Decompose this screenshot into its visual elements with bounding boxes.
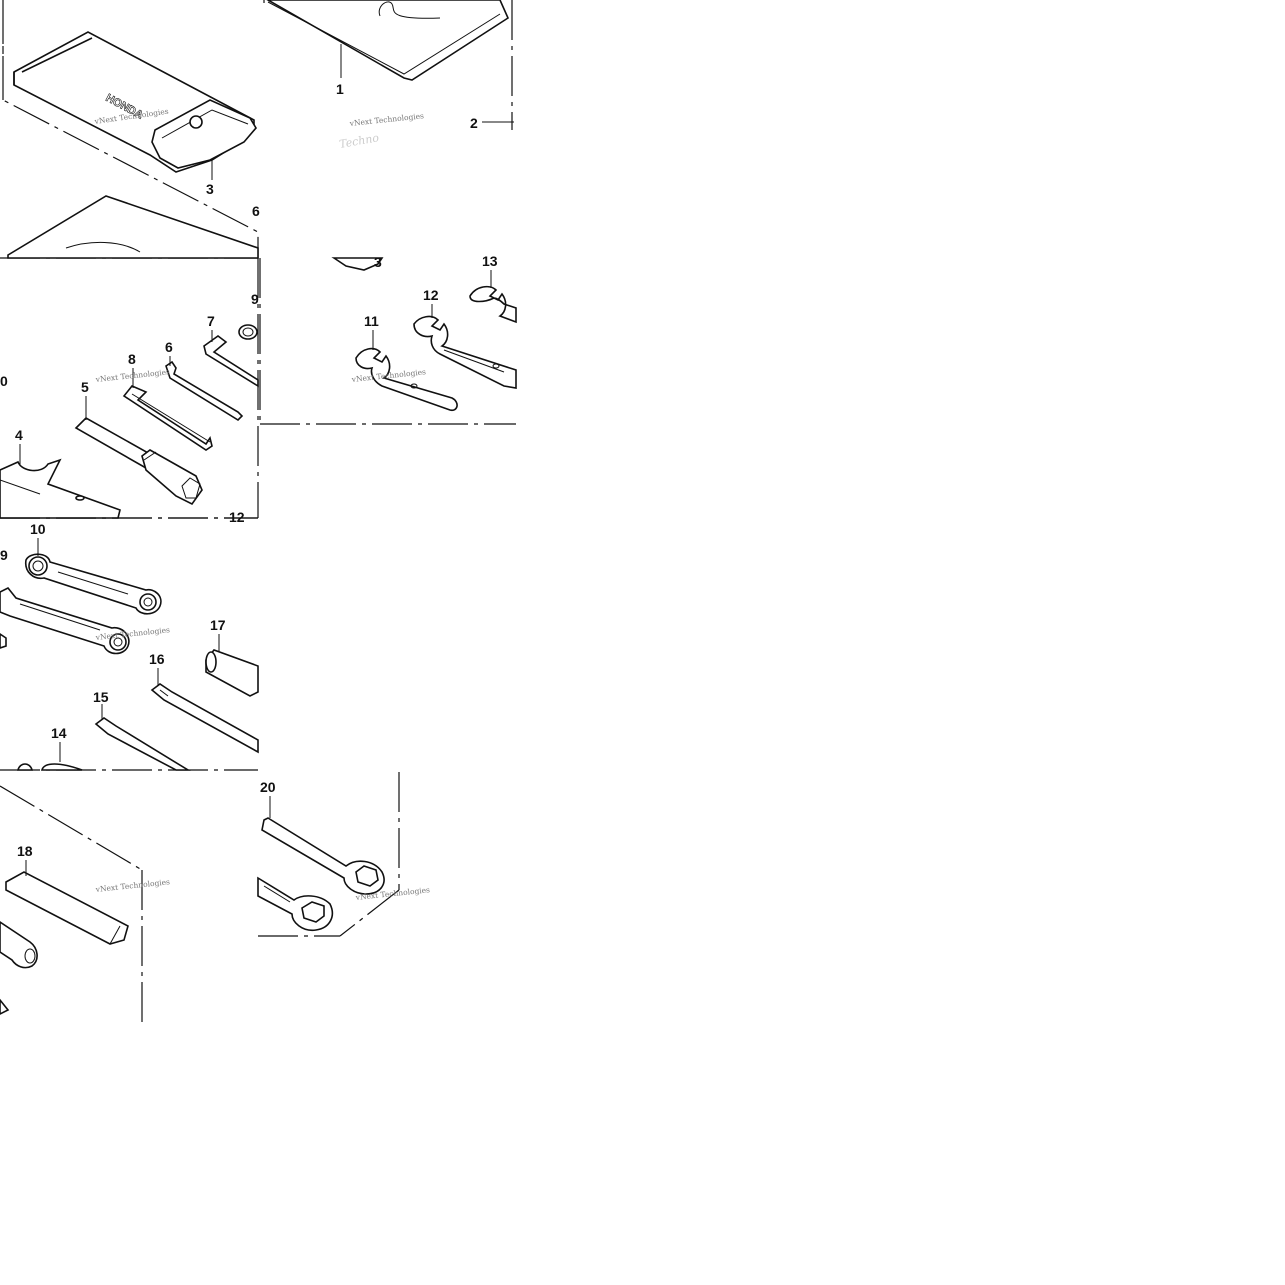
wrench-20-illustration: [261, 817, 385, 895]
svg-text:9: 9: [251, 291, 259, 307]
callout-11: 11: [364, 313, 379, 329]
wrench-19-illustration: [257, 876, 334, 932]
plug-wrench-5-illustration: [74, 417, 203, 506]
bar-18-illustration: [5, 871, 129, 945]
callout-16: 16: [149, 651, 165, 667]
panel-middle-right: 3 11 12 13 vNext Technologies: [259, 253, 517, 425]
tube-17-illustration: [205, 649, 259, 697]
callout-1: 1: [336, 81, 344, 97]
panel-middle-left: 4 5 8 6 7 9 0 12: [0, 258, 259, 525]
callout-6: 6: [165, 339, 173, 355]
ring-wrench-9-lower-illustration: [0, 586, 130, 655]
svg-text:vNext Technologies: vNext Technologies: [348, 111, 424, 128]
svg-text:12: 12: [229, 509, 245, 525]
ring-wrench-10-illustration: [24, 553, 162, 615]
svg-text:9: 9: [0, 547, 8, 563]
callout-13: 13: [482, 253, 498, 269]
wrench-4-illustration: [0, 458, 121, 519]
pliers-14-illustration: [16, 763, 83, 771]
hex-key-6-illustration: [165, 360, 244, 422]
callout-8: 8: [128, 351, 136, 367]
callout-2: 2: [470, 115, 478, 131]
svg-text:vNext Technologies: vNext Technologies: [94, 367, 170, 384]
svg-text:Techno: Techno: [338, 131, 380, 151]
panel-top-left: HONDA 3 6 vNext Technologies: [0, 0, 260, 259]
tool-bag-illustration: HONDA: [13, 31, 257, 173]
screwdriver-15-illustration: [94, 717, 191, 771]
wrench-12-illustration: [413, 315, 517, 389]
ring-wrench-9-illustration: [238, 324, 258, 340]
socket-illustration: [0, 921, 38, 969]
callout-10: 10: [30, 521, 46, 537]
svg-text:6: 6: [252, 203, 260, 219]
callout-3: 3: [206, 181, 214, 197]
callout-20: 20: [260, 779, 276, 795]
wrench-11-illustration: [355, 347, 458, 412]
callout-15: 15: [93, 689, 109, 705]
panel-top-right: 1 2 vNext Technologies Techno: [263, 0, 514, 151]
hex-key-8-illustration: [122, 385, 213, 451]
callout-14: 14: [51, 725, 67, 741]
screwdriver-16-illustration: [150, 683, 259, 754]
callout-17: 17: [210, 617, 226, 633]
hex-key-7-illustration: [203, 335, 259, 388]
svg-text:vNext Technologies: vNext Technologies: [94, 877, 170, 894]
panel-lower-left: 10 9 17 16 15: [0, 517, 259, 771]
panel-bottom-left: 18 vNext Technologies: [0, 785, 170, 1028]
callout-4: 4: [15, 427, 23, 443]
callout-18: 18: [17, 843, 33, 859]
svg-text:0: 0: [0, 373, 8, 389]
callout-5: 5: [81, 379, 89, 395]
callout-12: 12: [423, 287, 439, 303]
panel-bottom-right: 20 vNext Technologies: [257, 772, 430, 937]
manual-upper-illustration: [266, 0, 510, 81]
manual-lower-illustration: [7, 195, 259, 259]
callout-7: 7: [207, 313, 215, 329]
wrench-13-illustration: [469, 285, 517, 324]
svg-text:3: 3: [374, 254, 382, 270]
